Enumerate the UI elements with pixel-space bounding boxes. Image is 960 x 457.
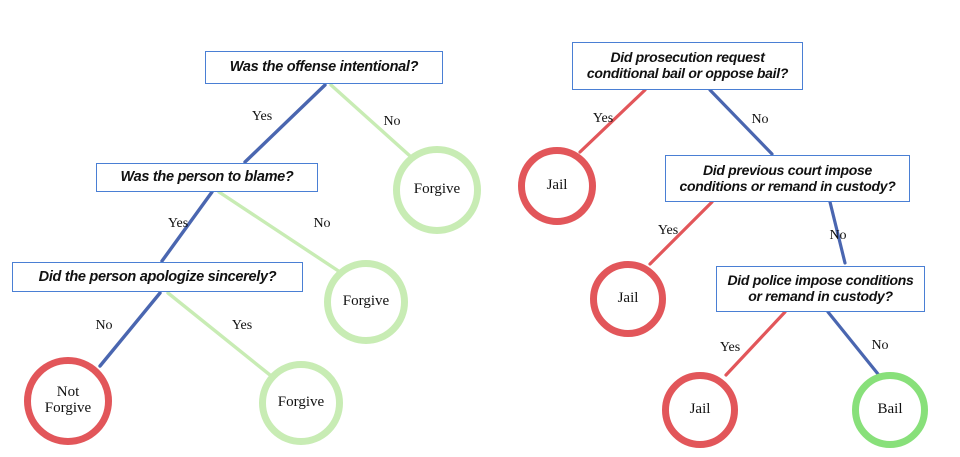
edge-label-d2-to-l2: No (313, 216, 331, 231)
tree-edge-b3-to-j3 (724, 310, 787, 377)
leaf-node-jail[interactable]: Jail (662, 372, 738, 448)
edge-label-b1-to-j1: Yes (592, 111, 614, 126)
edge-label-b3-to-b4: No (871, 338, 889, 353)
edge-label-d3-to-l3: Yes (231, 318, 253, 333)
leaf-node-bail[interactable]: Bail (852, 372, 928, 448)
tree-edge-b1-to-b2 (708, 88, 774, 156)
edge-label-b2-to-j2: Yes (657, 223, 679, 238)
edge-label-b1-to-b2: No (751, 112, 769, 127)
tree-edge-d1-to-d2 (243, 83, 327, 164)
edge-label-d3-to-l4: No (95, 318, 113, 333)
edge-label-b2-to-b3: No (829, 228, 847, 243)
leaf-node-forgive[interactable]: Forgive (393, 146, 481, 234)
edge-label-b3-to-j3: Yes (719, 340, 741, 355)
tree-edge-d2-to-l2 (217, 190, 342, 274)
leaf-node-jail[interactable]: Jail (590, 261, 666, 337)
decision-node-did-the-person-apologize-sincerely[interactable]: Did the person apologize sincerely? (12, 262, 303, 292)
tree-edge-b2-to-b3 (828, 200, 847, 265)
leaf-node-forgive[interactable]: Forgive (259, 361, 343, 445)
tree-edge-d2-to-d3 (160, 190, 214, 263)
decision-node-was-the-offense-intentional[interactable]: Was the offense intentional? (205, 51, 443, 84)
tree-edge-d1-to-l1 (329, 83, 412, 158)
edge-label-d1-to-l1: No (383, 114, 401, 129)
tree-edge-b1-to-j1 (578, 88, 647, 154)
leaf-node-forgive[interactable]: Forgive (324, 260, 408, 344)
tree-edge-d3-to-l4 (98, 291, 162, 368)
tree-edge-d3-to-l3 (166, 291, 272, 377)
edge-label-d1-to-d2: Yes (251, 109, 273, 124)
tree-edge-b3-to-b4 (826, 310, 880, 376)
leaf-node-jail[interactable]: Jail (518, 147, 596, 225)
edge-label-d2-to-d3: Yes (167, 216, 189, 231)
tree-edge-b2-to-j2 (648, 200, 714, 266)
decision-node-was-the-person-to-blame[interactable]: Was the person to blame? (96, 163, 318, 192)
